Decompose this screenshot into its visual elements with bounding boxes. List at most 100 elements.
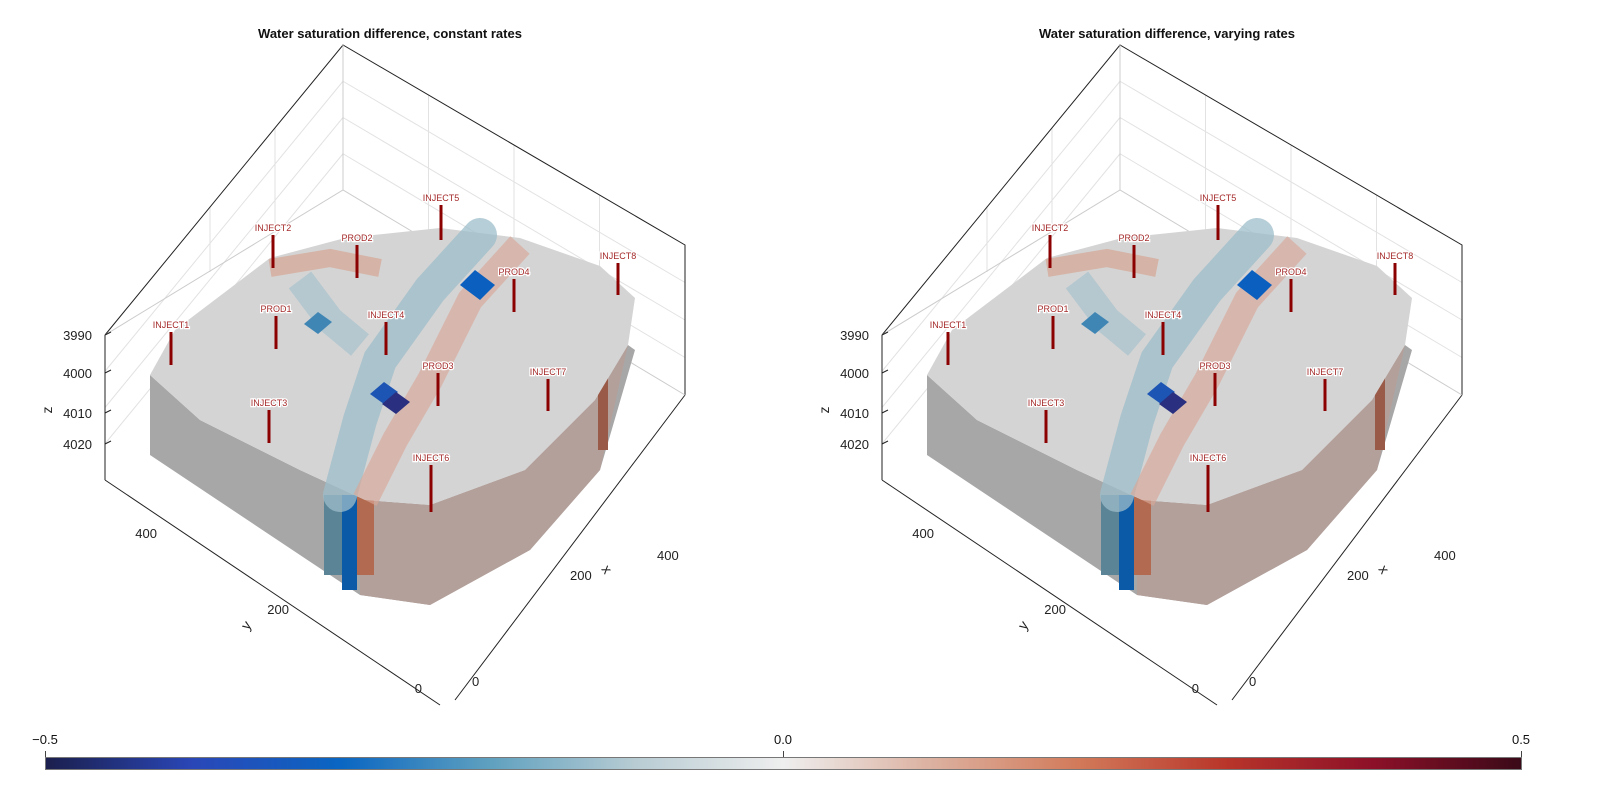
z-tick-label: 4010 — [63, 406, 92, 421]
plot-title: Water saturation difference, constant ra… — [258, 26, 522, 41]
saturation-front-blue — [288, 271, 369, 356]
z-tick-mark — [881, 440, 889, 445]
well-prod3[interactable]: PROD3 — [1198, 360, 1232, 406]
saturation-front-blue — [1100, 218, 1274, 512]
z-tick-mark — [881, 331, 889, 336]
well-inject6[interactable]: INJECT6 — [411, 452, 451, 512]
well-label: PROD2 — [341, 233, 372, 243]
well-label: PROD2 — [1118, 233, 1149, 243]
voxel-blue — [304, 312, 332, 334]
well-prod1[interactable]: PROD1 — [1036, 303, 1070, 349]
axis-frame-outer — [104, 44, 686, 395]
z-tick-label: 4000 — [63, 366, 92, 381]
voxel-high-blue — [1237, 270, 1272, 300]
well-label: INJECT2 — [1032, 223, 1069, 233]
well-label: INJECT4 — [1145, 310, 1182, 320]
well-label: INJECT1 — [153, 320, 190, 330]
well-inject8[interactable]: INJECT8 — [598, 250, 638, 295]
x-tick-label: 0 — [472, 674, 479, 689]
voxel-column — [342, 495, 357, 590]
gridline — [881, 80, 1121, 372]
well-label: PROD1 — [1037, 304, 1068, 314]
plot-title: Water saturation difference, varying rat… — [1039, 26, 1295, 41]
y-tick-label: 400 — [135, 526, 157, 541]
z-tick-mark — [104, 440, 112, 445]
well-inject4[interactable]: INJECT4 — [366, 309, 406, 355]
well-prod4[interactable]: PROD4 — [1274, 266, 1308, 312]
well-inject3[interactable]: INJECT3 — [1026, 397, 1066, 443]
well-inject7[interactable]: INJECT7 — [528, 366, 568, 411]
colorbar-tick-label: −0.5 — [32, 732, 58, 747]
well-inject1[interactable]: INJECT1 — [928, 319, 968, 365]
well-label: PROD4 — [1275, 267, 1306, 277]
reservoir-side-right — [360, 345, 628, 605]
well-inject5[interactable]: INJECT5 — [1198, 192, 1238, 240]
well-label: INJECT6 — [413, 453, 450, 463]
well-label: INJECT8 — [1377, 251, 1414, 261]
y-tick-label: 400 — [912, 526, 934, 541]
well-inject8[interactable]: INJECT8 — [1375, 250, 1415, 295]
y-axis-line — [104, 479, 441, 706]
voxel-high-blue — [460, 270, 495, 300]
y-axis-label: y — [1014, 618, 1031, 633]
saturation-front-blue — [1065, 271, 1146, 356]
x-axis-line — [1231, 394, 1463, 701]
well-prod2[interactable]: PROD2 — [340, 232, 374, 278]
z-tick-label: 4010 — [840, 406, 869, 421]
well-label: PROD3 — [422, 361, 453, 371]
voxel-column — [1119, 495, 1134, 590]
z-tick-mark — [104, 331, 112, 336]
well-inject2[interactable]: INJECT2 — [1030, 222, 1070, 268]
voxel-column — [1134, 495, 1151, 575]
well-label: INJECT5 — [1200, 193, 1237, 203]
saturation-front-red — [268, 248, 382, 277]
x-tick-label: 400 — [1434, 548, 1456, 563]
well-inject6[interactable]: INJECT6 — [1188, 452, 1228, 512]
well-inject3[interactable]: INJECT3 — [249, 397, 289, 443]
well-inject7[interactable]: INJECT7 — [1305, 366, 1345, 411]
colorbar-tick-mark — [1521, 751, 1522, 757]
z-tick-label: 4000 — [840, 366, 869, 381]
well-label: INJECT2 — [255, 223, 292, 233]
panel-constant-rates: Water saturation difference, constant ra… — [0, 0, 780, 720]
well-prod3[interactable]: PROD3 — [421, 360, 455, 406]
well-label: PROD3 — [1199, 361, 1230, 371]
colorbar-tick-label: 0.0 — [773, 732, 793, 747]
z-tick-mark — [104, 409, 112, 414]
z-tick-mark — [104, 369, 112, 374]
well-label: INJECT7 — [1307, 367, 1344, 377]
x-axis-label: x — [599, 562, 616, 577]
y-tick-label: 200 — [1044, 602, 1066, 617]
voxel-column — [357, 495, 374, 575]
x-tick-label: 400 — [657, 548, 679, 563]
well-label: INJECT6 — [1190, 453, 1227, 463]
z-tick-mark — [881, 409, 889, 414]
x-axis-label: x — [1376, 562, 1393, 577]
colorbar — [45, 757, 1522, 770]
well-inject4[interactable]: INJECT4 — [1143, 309, 1183, 355]
well-label: INJECT7 — [530, 367, 567, 377]
voxel-column — [1375, 330, 1385, 450]
z-tick-label: 3990 — [63, 328, 92, 343]
x-tick-label: 200 — [1347, 568, 1369, 583]
axis-frame — [104, 44, 686, 706]
well-prod4[interactable]: PROD4 — [497, 266, 531, 312]
z-tick-mark — [881, 369, 889, 374]
z-axis-label: z — [816, 407, 832, 414]
well-label: INJECT1 — [930, 320, 967, 330]
y-axis-label: y — [237, 618, 254, 633]
well-inject5[interactable]: INJECT5 — [421, 192, 461, 240]
well-label: PROD4 — [498, 267, 529, 277]
voxel-blue — [1081, 312, 1109, 334]
well-inject2[interactable]: INJECT2 — [253, 222, 293, 268]
voxel-column — [598, 330, 608, 450]
well-inject1[interactable]: INJECT1 — [151, 319, 191, 365]
well-label: INJECT8 — [600, 251, 637, 261]
reservoir-side-right — [1137, 345, 1405, 605]
well-label: INJECT3 — [251, 398, 288, 408]
well-label: PROD1 — [260, 304, 291, 314]
well-prod2[interactable]: PROD2 — [1117, 232, 1151, 278]
well-prod1[interactable]: PROD1 — [259, 303, 293, 349]
